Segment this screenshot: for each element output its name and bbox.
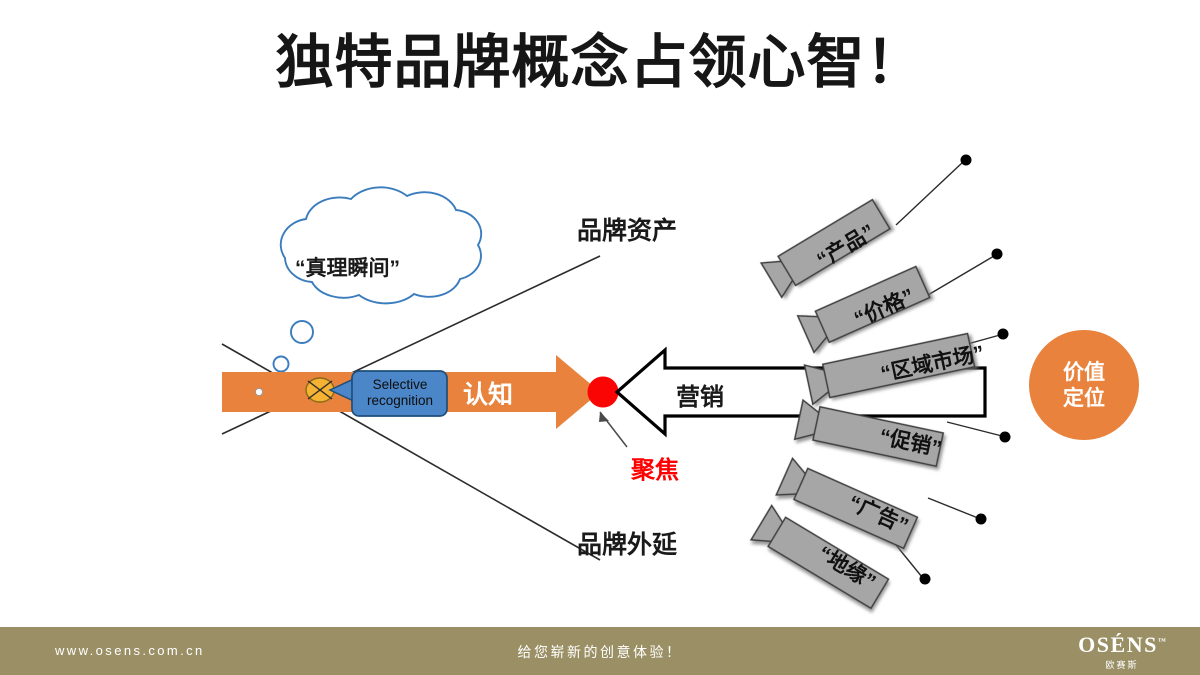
trademark-icon: ™ [1157,636,1166,646]
value-positioning-circle [1029,330,1139,440]
banner-ribbon-advertising [775,456,919,550]
footer-logo: OSÉNS™ 欧赛斯 [1066,634,1178,671]
banner-ribbon-price [796,265,931,354]
banner-ribbon-promotion [793,398,945,468]
footer-logo-text: OSÉNS [1078,632,1158,657]
banner-ribbon-geography [749,504,890,610]
thought-cloud-shape [272,186,483,373]
moment-of-truth-marker [305,377,335,403]
focus-dot [587,376,619,408]
selective-line-1: Selective [372,377,428,392]
selective-line-2: recognition [366,392,434,408]
value-positioning-line-1: 价值 [1063,361,1105,384]
banner-ribbon-regional-market [803,332,976,406]
marketing-arrow-label: 营销 [676,384,724,411]
footer-slogan: 给您崭新的创意体验！ [517,644,683,660]
page-title: 独特品牌概念占领心智！ [275,30,925,95]
footer-website-url[interactable]: www.osens.com.cn [55,643,205,658]
selective-recognition-callout [328,370,448,417]
banner-ribbon-product [759,198,891,299]
brand-extension-label: 品牌外延 [577,531,678,559]
focus-pointer-arrow [599,411,628,448]
selective-recognition-text: Selective recognition [355,377,445,409]
moment-of-truth-label: “真理瞬间” [295,257,400,280]
cognition-arrow-label: 认知 [463,381,514,409]
banner-ribbons [749,198,976,610]
banner-leader-lines [895,154,1011,585]
brand-asset-label: 品牌资产 [577,217,678,245]
value-positioning-text: 价值 定位 [1042,360,1126,413]
footer-logo-chinese: 欧赛斯 [1105,660,1139,670]
footer-logo-wordmark: OSÉNS™ [1066,634,1178,656]
focus-label: 聚焦 [631,457,679,484]
value-positioning-line-2: 定位 [1063,387,1105,411]
footer-bar: www.osens.com.cn 给您崭新的创意体验！ OSÉNS™ 欧赛斯 [0,627,1200,675]
